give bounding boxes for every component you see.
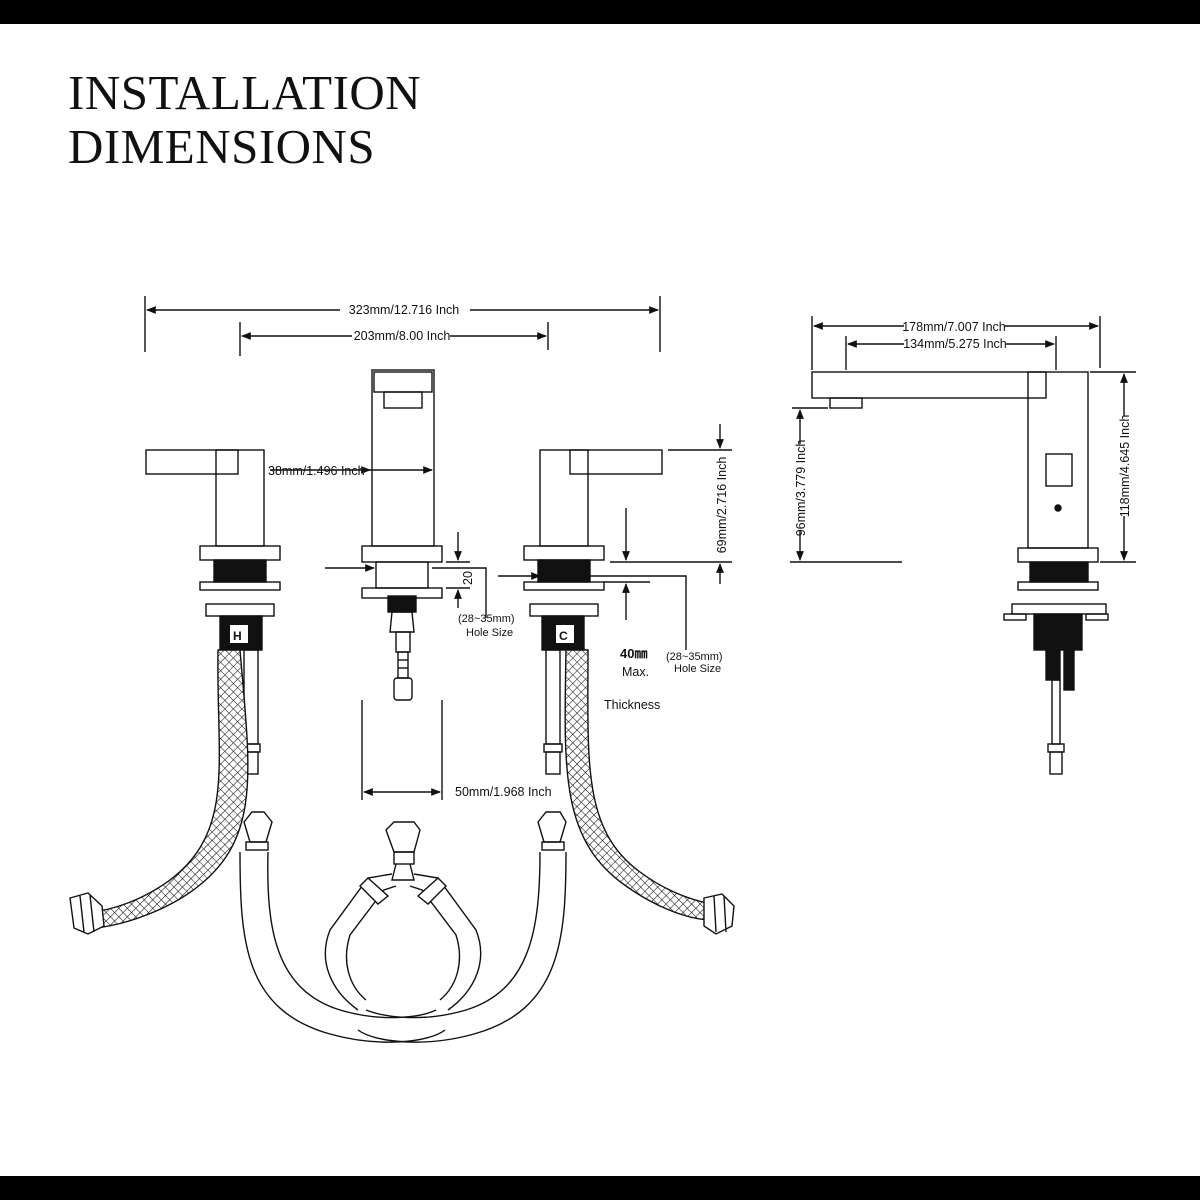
cold-handle-valve [523, 449, 663, 775]
thickness-label: Thickness [604, 698, 660, 712]
overall-width-label: 323mm/12.716 Inch [349, 303, 460, 317]
title-line-2: DIMENSIONS [68, 119, 376, 174]
shank-spacing-dimension [361, 700, 443, 800]
deck-gap-label: 20 [461, 571, 475, 585]
deck-gap-dimension [325, 532, 487, 618]
hot-handle-valve [145, 449, 281, 775]
shank-spacing-label: 50mm/1.968 Inch [455, 785, 552, 799]
hole-size-right-dimension [498, 572, 687, 650]
spout-width-label: 38mm/1.496 Inch [268, 464, 365, 478]
center-spacing-dimension [239, 322, 549, 356]
top-border-bar [0, 0, 1200, 24]
side-spout-reach-label: 134mm/5.275 Inch [903, 337, 1007, 351]
hole-size-left-caption: Hole Size [466, 627, 513, 639]
hot-marker: H [233, 629, 242, 643]
side-total-height-dimension [1090, 371, 1136, 563]
hole-size-right-caption: Hole Size [674, 663, 721, 675]
max-thickness-value: 40㎜ [620, 646, 647, 661]
cold-marker: C [559, 629, 568, 643]
overall-width-dimension [144, 296, 661, 352]
side-spout-height-label: 96mm/3.779 Inch [794, 440, 808, 537]
side-spout-height-dimension [790, 407, 902, 563]
hot-supply-hose [69, 649, 249, 935]
title-line-1: INSTALLATION [68, 65, 422, 120]
max-label: Max. [622, 665, 649, 679]
side-reach-label: 178mm/7.007 Inch [902, 320, 1006, 334]
side-view-faucet [811, 371, 1109, 775]
hole-size-left-label: (28~35mm) [458, 613, 515, 625]
center-spacing-label: 203mm/8.00 Inch [354, 329, 451, 343]
left-connector-hose [239, 811, 446, 1043]
handle-height-label: 69mm/2.716 Inch [715, 457, 729, 554]
hole-size-right-label: (28~35mm) [666, 651, 723, 663]
bottom-border-bar [0, 1176, 1200, 1200]
side-spout-reach-dimension [845, 336, 1057, 370]
handle-height-dimension [610, 424, 732, 584]
right-connector-hose [357, 811, 567, 1043]
side-total-height-label: 118mm/4.645 Inch [1118, 415, 1132, 518]
side-reach-dimension [811, 316, 1101, 370]
page-title: INSTALLATION DIMENSIONS [68, 66, 421, 174]
center-tee-connector [324, 821, 482, 1011]
spout-body [361, 369, 443, 701]
cold-supply-hose [564, 649, 735, 935]
